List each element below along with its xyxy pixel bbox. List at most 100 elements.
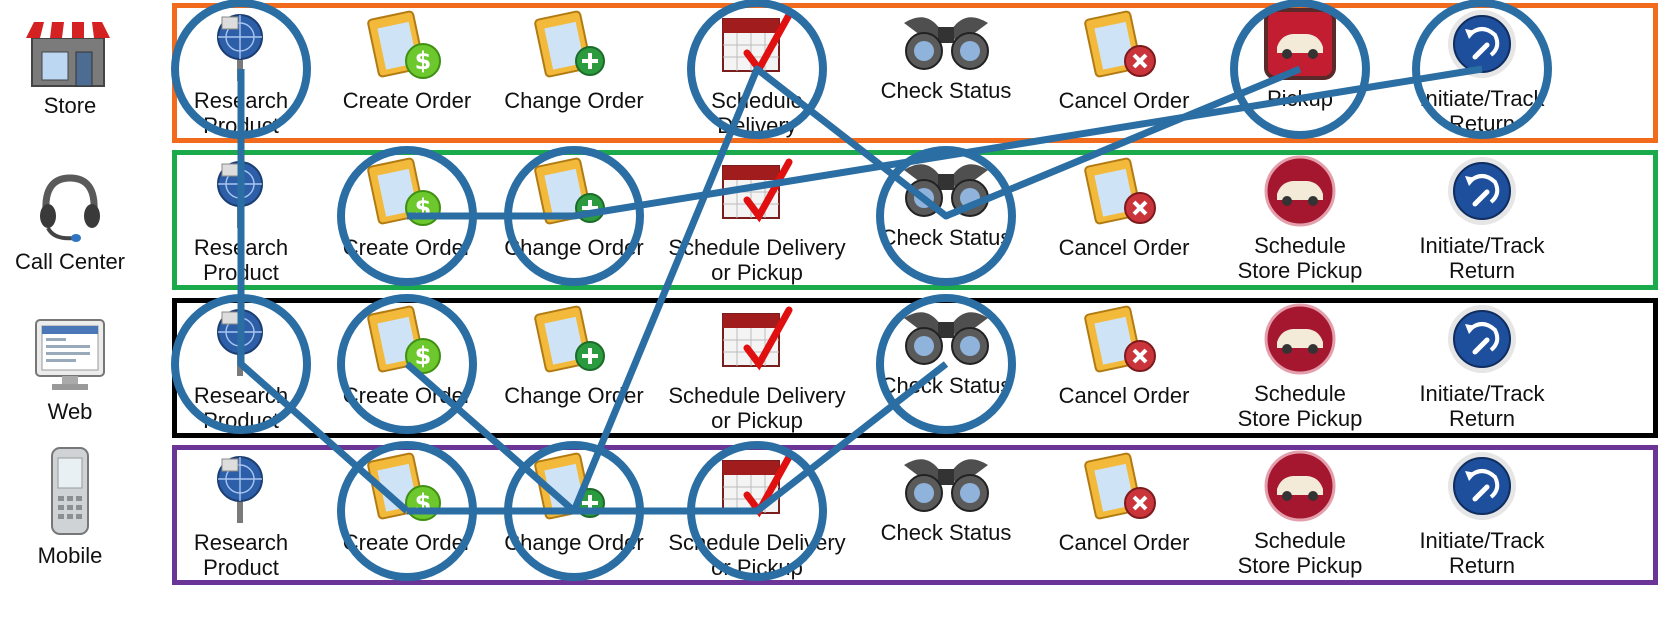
step-label: Create Order [342, 530, 472, 555]
highlight-circle [337, 146, 477, 286]
step-label: Cancel Order [1058, 88, 1190, 113]
step-cancel-order: Cancel Order [1034, 449, 1214, 555]
step-label: Cancel Order [1058, 530, 1190, 555]
journey-line-2 [407, 361, 949, 515]
channel-mobile: Mobile [0, 444, 140, 568]
step-check-status: Check Status [856, 7, 1036, 103]
step-create-order: $Create Order [317, 449, 497, 555]
journey-line-4 [407, 65, 1483, 220]
step-label: Cancel Order [1058, 235, 1190, 260]
cancel-order-clipboard-icon [1034, 154, 1214, 235]
step-label: Initiate/Track [1419, 233, 1545, 258]
calendar-check-icon [667, 302, 847, 383]
step-label: Return [1448, 553, 1516, 578]
channel-store: Store [0, 12, 140, 118]
step-change-order: Change Order [484, 154, 664, 260]
create-order-clipboard-icon: $ [317, 449, 497, 530]
return-wrench-icon [1392, 154, 1572, 233]
channel-label: Call Center [14, 249, 126, 274]
calendar-check-icon [667, 7, 847, 88]
step-label: Change Order [504, 235, 644, 260]
research-globe-icon [151, 449, 331, 530]
step-check-status: Check Status [856, 302, 1036, 398]
step-label: Schedule [1254, 233, 1346, 258]
mobile-phone-icon [0, 444, 140, 540]
svg-text:$: $ [415, 47, 432, 75]
store-icon [0, 12, 140, 90]
step-label: Initiate/Track [1419, 86, 1545, 111]
step-label: Check Status [880, 78, 1012, 103]
research-globe-icon [151, 7, 331, 88]
binoculars-icon [856, 7, 1036, 78]
change-order-clipboard-icon [484, 302, 664, 383]
channel-label: Store [43, 93, 97, 118]
binoculars-icon [856, 449, 1036, 520]
create-order-clipboard-icon: $ [317, 7, 497, 88]
cancel-order-clipboard-icon [1034, 449, 1214, 530]
svg-text:$: $ [415, 342, 432, 370]
journey-line-3 [404, 65, 1302, 515]
return-wrench-icon [1392, 302, 1572, 381]
band-mobile [172, 445, 1658, 585]
step-label: Check Status [880, 225, 1012, 250]
highlight-circle [876, 294, 1016, 434]
change-order-clipboard-icon [484, 7, 664, 88]
highlight-circle [337, 294, 477, 434]
monitor-icon [0, 312, 140, 396]
step-label: Return [1448, 406, 1516, 431]
step-label: Schedule [1254, 528, 1346, 553]
car-pickup-icon [1210, 302, 1390, 381]
step-label: Create Order [342, 235, 472, 260]
highlight-circle [171, 294, 311, 434]
step-label: Cancel Order [1058, 383, 1190, 408]
car-pickup-icon [1210, 449, 1390, 528]
binoculars-icon [856, 302, 1036, 373]
highlight-circle [504, 441, 644, 581]
step-create-order: $Create Order [317, 7, 497, 113]
change-order-clipboard-icon [484, 154, 664, 235]
return-wrench-icon [1392, 7, 1572, 86]
step-change-order: Change Order [484, 302, 664, 408]
channel-label: Web [47, 399, 93, 424]
highlight-circle [687, 441, 827, 581]
car-pickup-icon [1210, 154, 1390, 233]
channel-call-center: Call Center [0, 166, 140, 274]
channel-label: Mobile [37, 543, 103, 568]
create-order-clipboard-icon: $ [317, 302, 497, 383]
step-label: Research [193, 530, 289, 555]
step-label: Return [1448, 258, 1516, 283]
step-label: or Pickup [711, 260, 803, 285]
step-cancel-order: Cancel Order [1034, 154, 1214, 260]
channel-web: Web [0, 312, 140, 424]
step-change-order: Change Order [484, 7, 664, 113]
step-label: Change Order [504, 530, 644, 555]
headset-icon [0, 166, 140, 246]
cancel-order-clipboard-icon [1034, 302, 1214, 383]
step-label: Check Status [880, 520, 1012, 545]
step-label: Change Order [504, 88, 644, 113]
highlight-circle [171, 0, 311, 139]
journey-line-1 [237, 69, 410, 514]
band-call-center [172, 150, 1658, 290]
step-cancel-order: Cancel Order [1034, 302, 1214, 408]
step-label: Initiate/Track [1419, 528, 1545, 553]
step-label: or Pickup [711, 408, 803, 433]
step-label: Product [203, 555, 279, 580]
car-pickup-icon [1210, 7, 1390, 86]
step-label: Initiate/Track [1419, 381, 1545, 406]
highlight-circle [687, 0, 827, 139]
highlight-circle [337, 441, 477, 581]
step-label: Schedule Delivery [668, 383, 846, 408]
highlight-circle [1230, 0, 1370, 139]
step-check-status: Check Status [856, 449, 1036, 545]
